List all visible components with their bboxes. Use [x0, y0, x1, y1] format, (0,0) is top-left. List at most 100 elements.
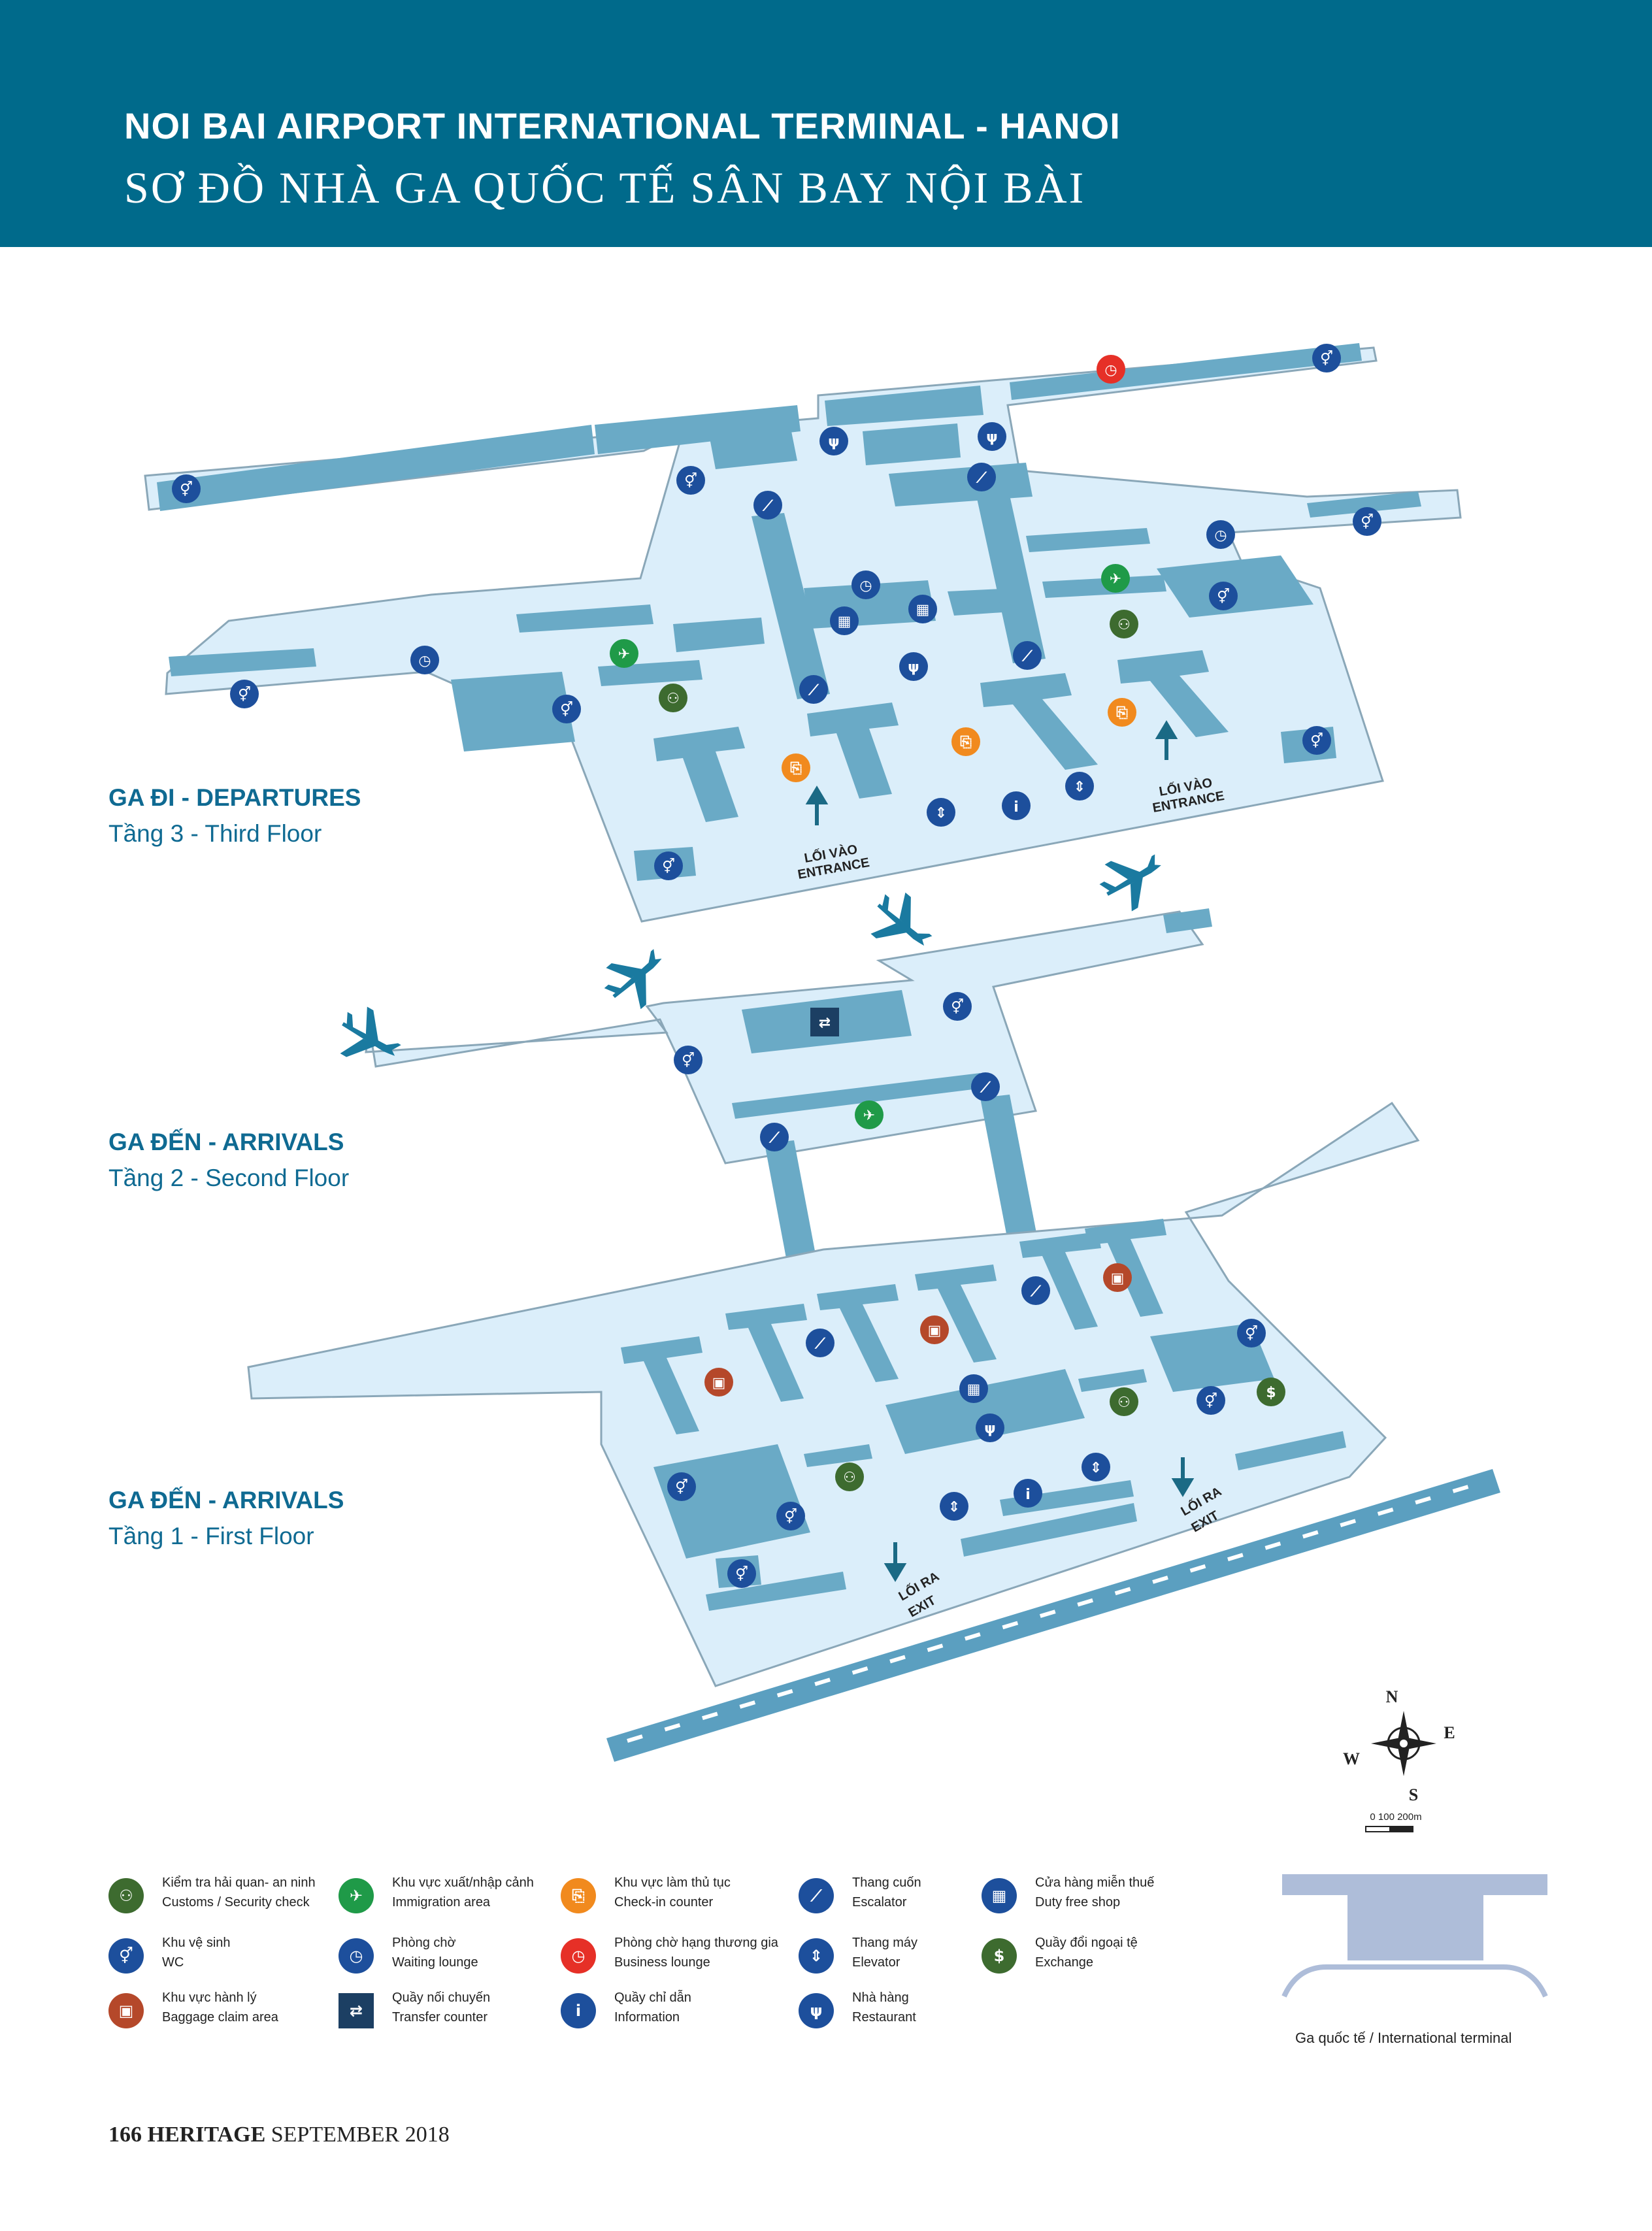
plane-icon: [1092, 840, 1174, 919]
svg-text:⎘: ⎘: [790, 761, 802, 777]
duty-free-icon: ▦: [982, 1878, 1017, 1913]
pier-block: [516, 604, 653, 633]
legend-elevator: ⇕ Thang máy Elevator: [799, 1936, 1021, 1988]
svg-text:✈: ✈: [1110, 571, 1121, 587]
duty-free-block: [885, 1369, 1085, 1454]
svg-text:⎘: ⎘: [1116, 705, 1128, 721]
legend-immigration: ✈ Khu vực xuất/nhập cảnh Immigration are…: [339, 1876, 561, 1928]
compass-east: E: [1444, 1723, 1455, 1742]
runway-centerline: [627, 1480, 1484, 1743]
pier-block: [1235, 1431, 1346, 1470]
floor-subtitle-first: Tầng 1 - First Floor: [108, 1523, 314, 1549]
svg-text:⚥: ⚥: [560, 701, 573, 718]
svg-text:⚥: ⚥: [1245, 1325, 1258, 1342]
wc-icon: ⚥: [1197, 1386, 1225, 1415]
check-in-island: [1117, 650, 1229, 737]
pier-block: [157, 425, 595, 511]
escalator-icon: ⟋: [1013, 641, 1042, 670]
plane-icon: [327, 999, 410, 1078]
legend-escalator: ⟋ Thang cuốn Escalator: [799, 1876, 1021, 1928]
svg-text:⚥: ⚥: [662, 857, 675, 875]
wc-icon: ⚥: [108, 1938, 144, 1974]
svg-text:⟋: ⟋: [814, 1336, 826, 1352]
legend-label-vi: Quầy chỉ dẫn: [614, 1991, 691, 2005]
legend-label-vi: Quầy đổi ngoại tệ: [1035, 1936, 1138, 1950]
svg-text:ψ: ψ: [908, 659, 919, 676]
duty-free-icon: ▦: [908, 595, 937, 623]
waiting-lounge-icon: ◷: [1206, 520, 1235, 549]
legend-exchange: $ Quầy đổi ngoại tệ Exchange: [982, 1936, 1204, 1988]
svg-text:⚥: ⚥: [180, 480, 193, 498]
svg-text:i: i: [1025, 1487, 1031, 1503]
transfer-icon: ⇄: [810, 1008, 839, 1036]
pier-block: [863, 423, 961, 465]
svg-text:i: i: [1014, 799, 1019, 816]
customs-icon: ⚇: [108, 1878, 144, 1913]
svg-text:⟋: ⟋: [1021, 648, 1033, 665]
legend-label-vi: Khu vực xuất/nhập cảnh: [392, 1876, 534, 1890]
svg-text:✈: ✈: [863, 1108, 875, 1124]
svg-text:⚥: ⚥: [735, 1565, 748, 1583]
wc-icon: ⚥: [674, 1046, 702, 1074]
legend-label-en: Immigration area: [392, 1895, 491, 1909]
svg-text:⚥: ⚥: [784, 1508, 797, 1525]
svg-text:⇕: ⇕: [1074, 779, 1085, 795]
elevator-icon: ⇕: [1082, 1453, 1110, 1481]
svg-text:▦: ▦: [838, 614, 851, 630]
svg-text:⚥: ⚥: [682, 1051, 695, 1069]
immigration-icon: ✈: [855, 1100, 884, 1129]
svg-text:⚥: ⚥: [684, 472, 697, 489]
escalator-icon: ⟋: [760, 1123, 789, 1151]
compass-north: N: [1386, 1687, 1398, 1706]
check-in-icon: ⎘: [782, 753, 810, 782]
floor-title-second: GA ĐẾN - ARRIVALS: [108, 1129, 344, 1155]
svg-text:⚥: ⚥: [951, 998, 964, 1016]
wc-icon: ⚥: [1209, 582, 1238, 610]
customs-icon: ⚇: [1110, 610, 1138, 638]
third-floor: [144, 343, 1462, 923]
legend-label-vi: Phòng chờ hạng thương gia: [614, 1936, 778, 1950]
pier-block: [1010, 343, 1362, 400]
svg-text:▦: ▦: [967, 1381, 981, 1398]
magazine-name: HERITAGE: [147, 2123, 266, 2147]
check-in-island: [980, 673, 1098, 770]
waiting-lounge-icon: ◷: [410, 646, 439, 674]
pier-block: [653, 1444, 810, 1559]
wc-icon: ⚥: [943, 992, 972, 1021]
svg-text:⚇: ⚇: [1117, 617, 1131, 633]
check-in-island: [653, 727, 745, 822]
legend-label-vi: Thang cuốn: [852, 1876, 921, 1890]
legend-label-en: Waiting lounge: [392, 1955, 478, 1970]
legend-label-en: Transfer counter: [392, 2010, 487, 2024]
wc-icon: ⚥: [727, 1559, 756, 1588]
legend-check-in: ⎘ Khu vực làm thủ tục Check-in counter: [561, 1876, 783, 1928]
baggage-carousel: [1019, 1232, 1101, 1330]
elevator-icon: ⇕: [799, 1938, 834, 1974]
legend-label-vi: Khu vực làm thủ tục: [614, 1876, 731, 1890]
check-in-icon: ⎘: [951, 727, 980, 756]
pier-block: [825, 386, 983, 426]
wc-icon: ⚥: [654, 851, 683, 880]
svg-text:▣: ▣: [1111, 1270, 1125, 1287]
legend-baggage: ▣ Khu vực hành lý Baggage claim area: [108, 1991, 331, 2043]
svg-text:⚇: ⚇: [843, 1470, 856, 1486]
svg-text:⟋: ⟋: [980, 1080, 991, 1096]
first-floor-plate: [247, 1101, 1420, 1687]
svg-text:⚥: ⚥: [1310, 732, 1323, 750]
runway-strip: [606, 1469, 1500, 1762]
restaurant-icon: ψ: [978, 422, 1006, 451]
svg-text:⚇: ⚇: [667, 691, 680, 707]
wc-icon: ⚥: [676, 466, 705, 495]
entrance-arrow: [805, 785, 829, 825]
pier-block: [673, 618, 765, 652]
escalator-icon: ⟋: [971, 1072, 1000, 1101]
svg-text:ψ: ψ: [828, 434, 839, 450]
escalator-icon: ⟋: [799, 675, 828, 704]
check-in-island: [807, 702, 899, 799]
legend-waiting-lounge: ◷ Phòng chờ Waiting lounge: [339, 1936, 561, 1988]
legend-label-vi: Nhà hàng: [852, 1991, 909, 2005]
waiting-lounge-icon: ◷: [851, 570, 880, 599]
svg-text:⚥: ⚥: [1361, 513, 1374, 531]
escalator-icon: ⟋: [1021, 1276, 1050, 1305]
legend-label-en: Elevator: [852, 1955, 900, 1970]
